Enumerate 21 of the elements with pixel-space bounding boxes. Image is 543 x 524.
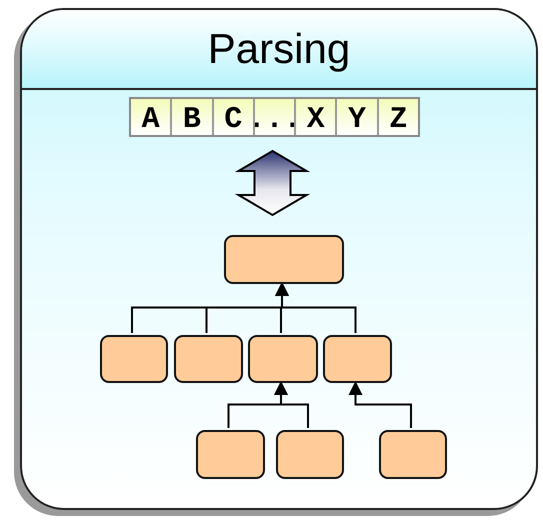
tree-node-box [248,335,318,383]
tape-symbol: Z [378,99,418,135]
tree-node-box [224,235,344,284]
tape-symbol: X [296,99,336,135]
panel-title: Parsing [208,28,350,70]
tape-symbol: Y [337,99,377,135]
arrow [275,282,356,333]
tree-node-box [323,335,392,383]
tape-symbol: A [131,99,170,135]
tree-node-box [174,335,243,383]
tape-symbol: ... [254,99,294,135]
tree-node-box [100,335,168,383]
tree-node-box [379,430,447,479]
double-arrow [234,150,310,216]
tree-node-box [196,430,265,479]
tree-node-box [276,430,344,479]
tape-symbol: B [172,99,212,135]
tape-symbol: C [214,99,253,135]
arrow [348,381,412,428]
arrow [274,381,309,428]
symbol-tape [129,97,420,137]
